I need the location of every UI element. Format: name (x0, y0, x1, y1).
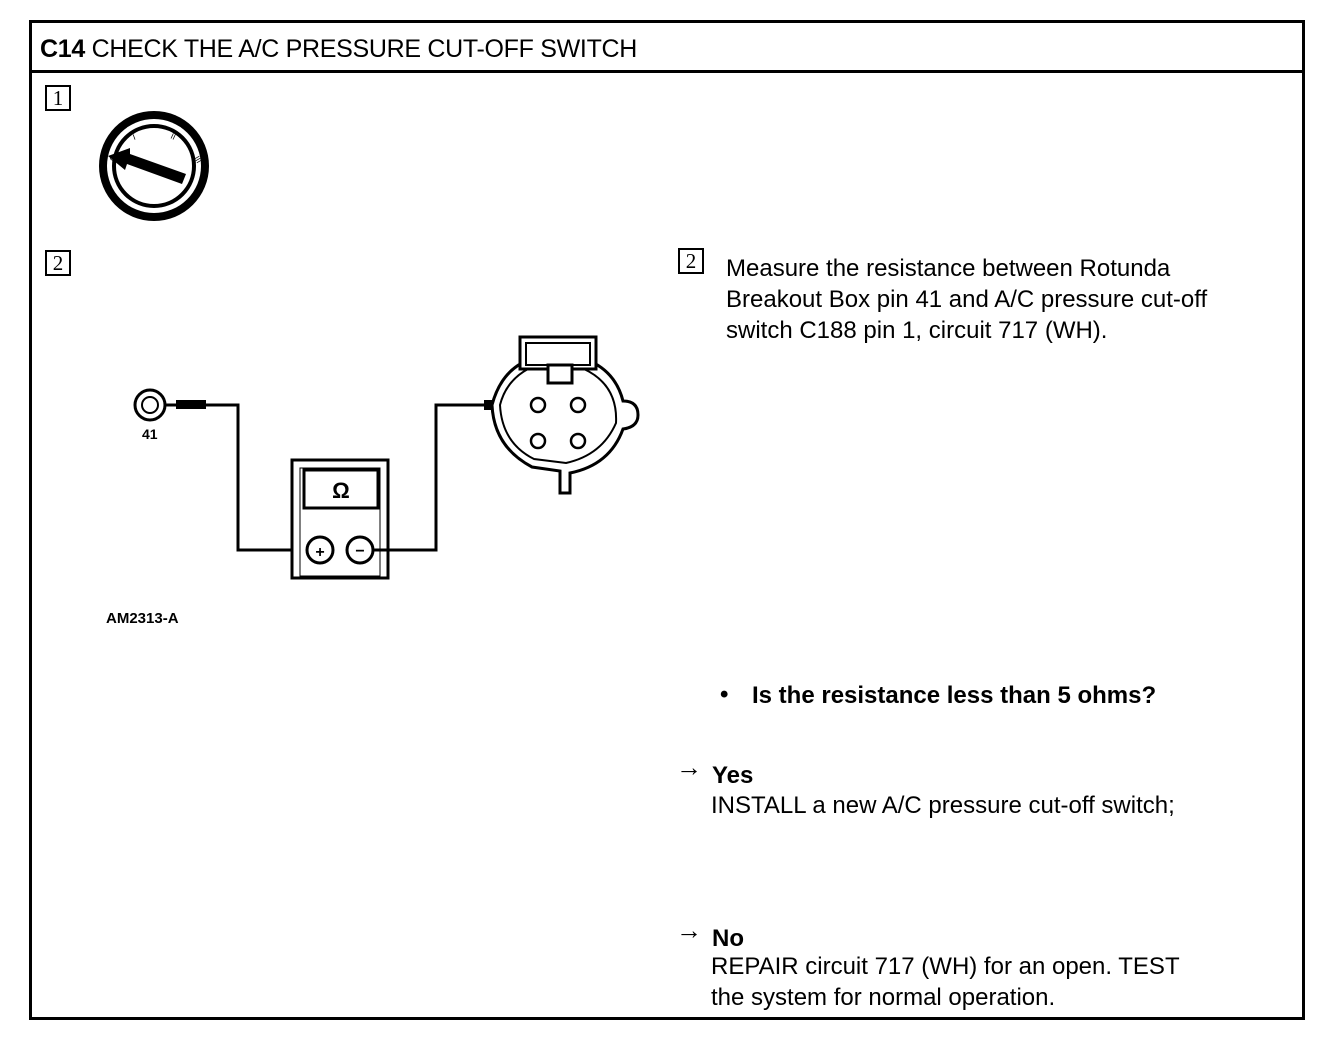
figure-id: AM2313-A (106, 610, 179, 627)
right-test-lead (374, 403, 490, 552)
pin-41-label: 41 (142, 426, 158, 442)
no-arrow-icon: → (676, 915, 702, 945)
minus-terminal-icon: − (355, 543, 364, 560)
no-action-line-2: the system for normal operation. (711, 984, 1056, 1011)
ignition-position-3: III (192, 155, 203, 165)
no-action-text: REPAIR circuit 717 (WH) for an open. TES… (711, 951, 1180, 1013)
no-label: No (712, 925, 744, 952)
yes-label: Yes (712, 762, 754, 789)
instruction-step-box: 2 (678, 248, 704, 274)
connector-c188 (490, 335, 640, 495)
plus-terminal-icon: + (315, 544, 324, 561)
no-action-line-1: REPAIR circuit 717 (WH) for an open. TES… (711, 953, 1180, 980)
procedure-header: C14 CHECK THE A/C PRESSURE CUT-OFF SWITC… (32, 23, 1302, 73)
procedure-code: C14 (40, 35, 85, 63)
ignition-position-1: I (132, 133, 137, 142)
step-2-box: 2 (45, 250, 71, 276)
procedure-frame: C14 CHECK THE A/C PRESSURE CUT-OFF SWITC… (29, 20, 1305, 1020)
question-bullet: • (720, 681, 729, 708)
instruction-line-3: switch C188 pin 1, circuit 717 (WH). (726, 317, 1108, 344)
left-probe (166, 400, 210, 409)
ignition-switch-illustration: 0 I II III (99, 111, 209, 221)
instruction-text: Measure the resistance between Rotunda B… (726, 253, 1207, 346)
ignition-position-0: 0 (108, 154, 118, 163)
ohm-symbol: Ω (332, 478, 350, 503)
instruction-line-2: Breakout Box pin 41 and A/C pressure cut… (726, 286, 1208, 313)
ignition-position-2: II (169, 132, 177, 142)
yes-arrow-icon: → (676, 752, 702, 782)
resistance-measurement-diagram: 41 Ω + − AM2313-A (106, 335, 640, 627)
left-test-lead (210, 403, 298, 552)
procedure-title: CHECK THE A/C PRESSURE CUT-OFF SWITCH (91, 35, 638, 63)
yes-action-text: INSTALL a new A/C pressure cut-off switc… (711, 792, 1175, 819)
page-title: C14 CHECK THE A/C PRESSURE CUT-OFF SWITC… (40, 35, 637, 64)
step-1-box: 1 (45, 85, 71, 111)
instruction-line-1: Measure the resistance between Rotunda (726, 255, 1171, 282)
breakout-pin-41 (133, 388, 167, 422)
ohmmeter (290, 458, 390, 580)
question-text: Is the resistance less than 5 ohms? (752, 682, 1157, 709)
